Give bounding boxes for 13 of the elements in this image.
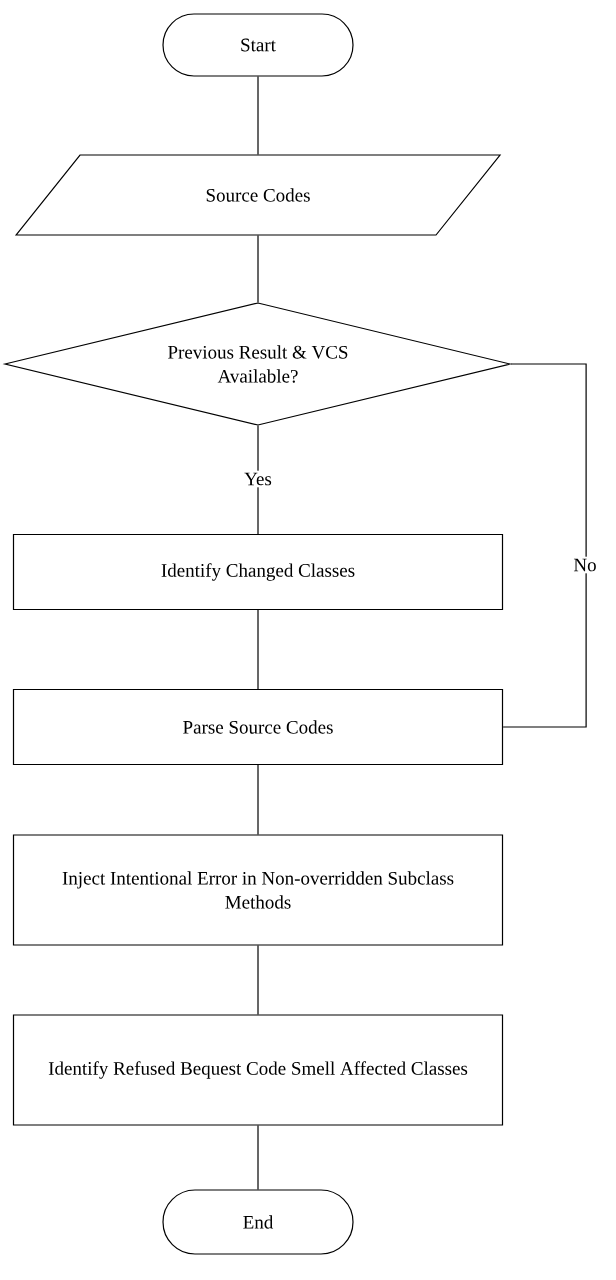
connector	[257, 764, 259, 835]
connector	[257, 76, 259, 155]
process-box: Identify Refused Bequest Code Smell Affected Classes	[12, 1014, 504, 1126]
edge-label: Yes	[242, 470, 274, 488]
process-box: Parse Source Codes	[12, 688, 504, 766]
connector	[257, 609, 259, 690]
connector	[257, 1125, 259, 1190]
process-box: Identify Changed Classes	[12, 533, 504, 611]
process-box: Inject Intentional Error in Non-overridden Subclass Methods	[12, 834, 504, 946]
connector	[257, 235, 259, 303]
connector	[257, 945, 259, 1015]
connector	[502, 363, 587, 728]
edge-label: No	[571, 556, 599, 574]
